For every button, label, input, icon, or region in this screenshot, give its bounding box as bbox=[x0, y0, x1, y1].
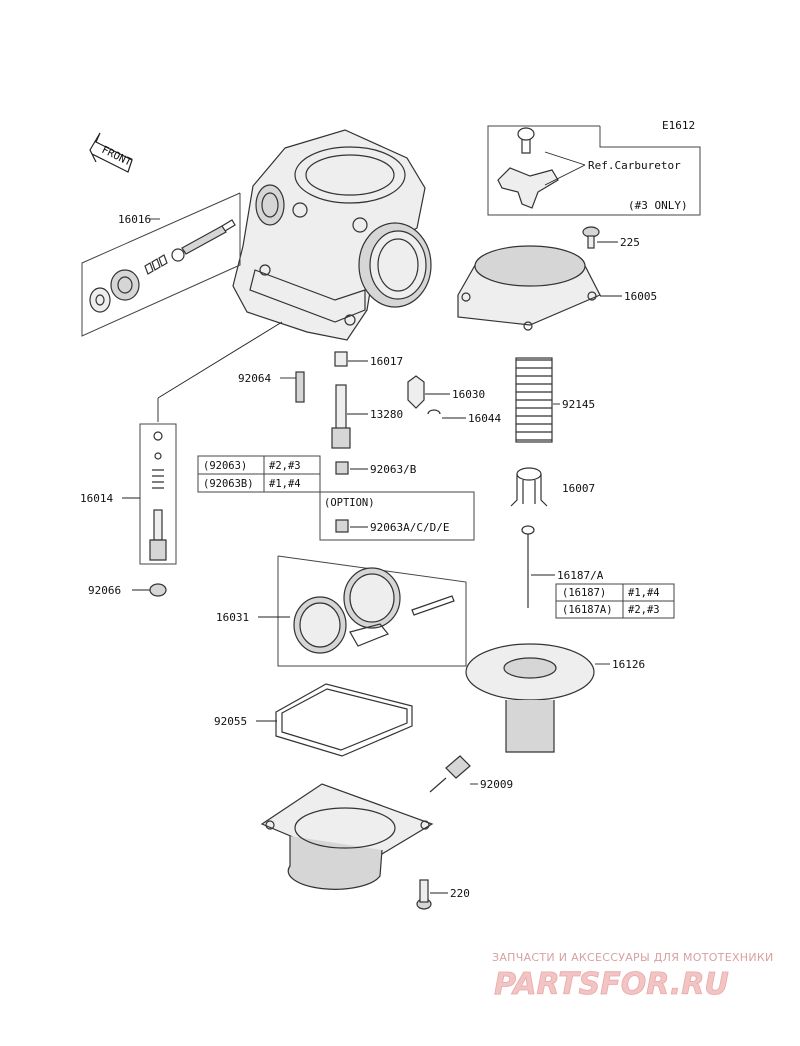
ref-carburetor-note: (#3 ONLY) bbox=[628, 199, 688, 212]
part-16030-needle-valve: 16030 16044 bbox=[407, 375, 501, 425]
part-16126-diaphragm: 16126 bbox=[465, 643, 645, 753]
table-92063-row2-part: (92063B) bbox=[203, 478, 254, 490]
label-92009: 92009 bbox=[480, 778, 513, 791]
label-16030: 16030 bbox=[452, 388, 485, 401]
watermark: ЗАПЧАСТИ И АКСЕССУАРЫ ДЛЯ МОТОТЕХНИКИ PA… bbox=[492, 951, 774, 1002]
table-16187: (16187) #1,#4 (16187A) #2,#3 bbox=[555, 583, 675, 619]
table-92063-row2-note: #1,#4 bbox=[269, 478, 301, 490]
part-92145-spring: 92145 bbox=[515, 357, 595, 443]
float-bowl bbox=[260, 783, 434, 890]
label-13280: 13280 bbox=[370, 408, 403, 421]
table-16187-row2-note: #2,#3 bbox=[628, 604, 660, 616]
part-16014-group: 16014 bbox=[80, 321, 283, 565]
part-16017-jet: 16017 bbox=[334, 351, 403, 368]
label-92064: 92064 bbox=[238, 372, 271, 385]
part-92063b-jet: 92063/B bbox=[335, 461, 417, 476]
label-16187a: 16187/A bbox=[557, 569, 604, 582]
watermark-tagline: ЗАПЧАСТИ И АКСЕССУАРЫ ДЛЯ МОТОТЕХНИКИ bbox=[492, 951, 774, 964]
label-92145: 92145 bbox=[562, 398, 595, 411]
part-16031-group: 16031 bbox=[216, 555, 467, 667]
label-220: 220 bbox=[450, 887, 470, 900]
ref-carburetor-box: Ref.Carburetor (#3 ONLY) bbox=[487, 125, 701, 216]
carburetor-body bbox=[232, 129, 432, 341]
part-16016-group: 16016 bbox=[81, 192, 241, 337]
label-92063b: 92063/B bbox=[370, 463, 417, 476]
part-16007-holder: 16007 bbox=[510, 467, 595, 507]
table-92063: (92063) #2,#3 (92063B) #1,#4 bbox=[197, 455, 321, 493]
part-225-screw: 225 bbox=[582, 226, 640, 249]
table-16187-row2-part: (16187A) bbox=[562, 604, 613, 616]
label-225: 225 bbox=[620, 236, 640, 249]
label-16044: 16044 bbox=[468, 412, 501, 425]
table-16187-row1-part: (16187) bbox=[562, 587, 606, 599]
label-16017: 16017 bbox=[370, 355, 403, 368]
ref-carburetor-label: Ref.Carburetor bbox=[588, 159, 681, 172]
label-16016: 16016 bbox=[118, 213, 151, 226]
part-220-screw: 220 bbox=[416, 879, 470, 910]
watermark-logo: PARTSFOR.RU bbox=[494, 967, 729, 1002]
part-92009-screw: 92009 bbox=[429, 755, 513, 793]
label-16126: 16126 bbox=[612, 658, 645, 671]
part-92064-plug: 92064 bbox=[238, 371, 305, 403]
part-92055-gasket: 92055 bbox=[214, 683, 413, 757]
option-label: (OPTION) bbox=[324, 497, 375, 509]
label-16007: 16007 bbox=[562, 482, 595, 495]
part-13280-needle-jet: 13280 bbox=[331, 384, 403, 449]
table-92063-row1-part: (92063) bbox=[203, 460, 247, 472]
part-16005-cover: 16005 bbox=[457, 245, 657, 331]
front-arrow-icon: FRONT bbox=[89, 132, 134, 173]
label-16031: 16031 bbox=[216, 611, 249, 624]
diagram-code: E1612 bbox=[662, 119, 695, 132]
table-92063-row1-note: #2,#3 bbox=[269, 460, 301, 472]
label-92066: 92066 bbox=[88, 584, 121, 597]
part-16187a-needle: 16187/A bbox=[521, 525, 604, 608]
part-92066-cap: 92066 bbox=[88, 583, 167, 597]
label-16005: 16005 bbox=[624, 290, 657, 303]
label-92055: 92055 bbox=[214, 715, 247, 728]
label-92063acde: 92063A/C/D/E bbox=[370, 521, 449, 534]
label-16014: 16014 bbox=[80, 492, 113, 505]
option-box: (OPTION) 92063A/C/D/E bbox=[319, 491, 475, 541]
table-16187-row1-note: #1,#4 bbox=[628, 587, 660, 599]
